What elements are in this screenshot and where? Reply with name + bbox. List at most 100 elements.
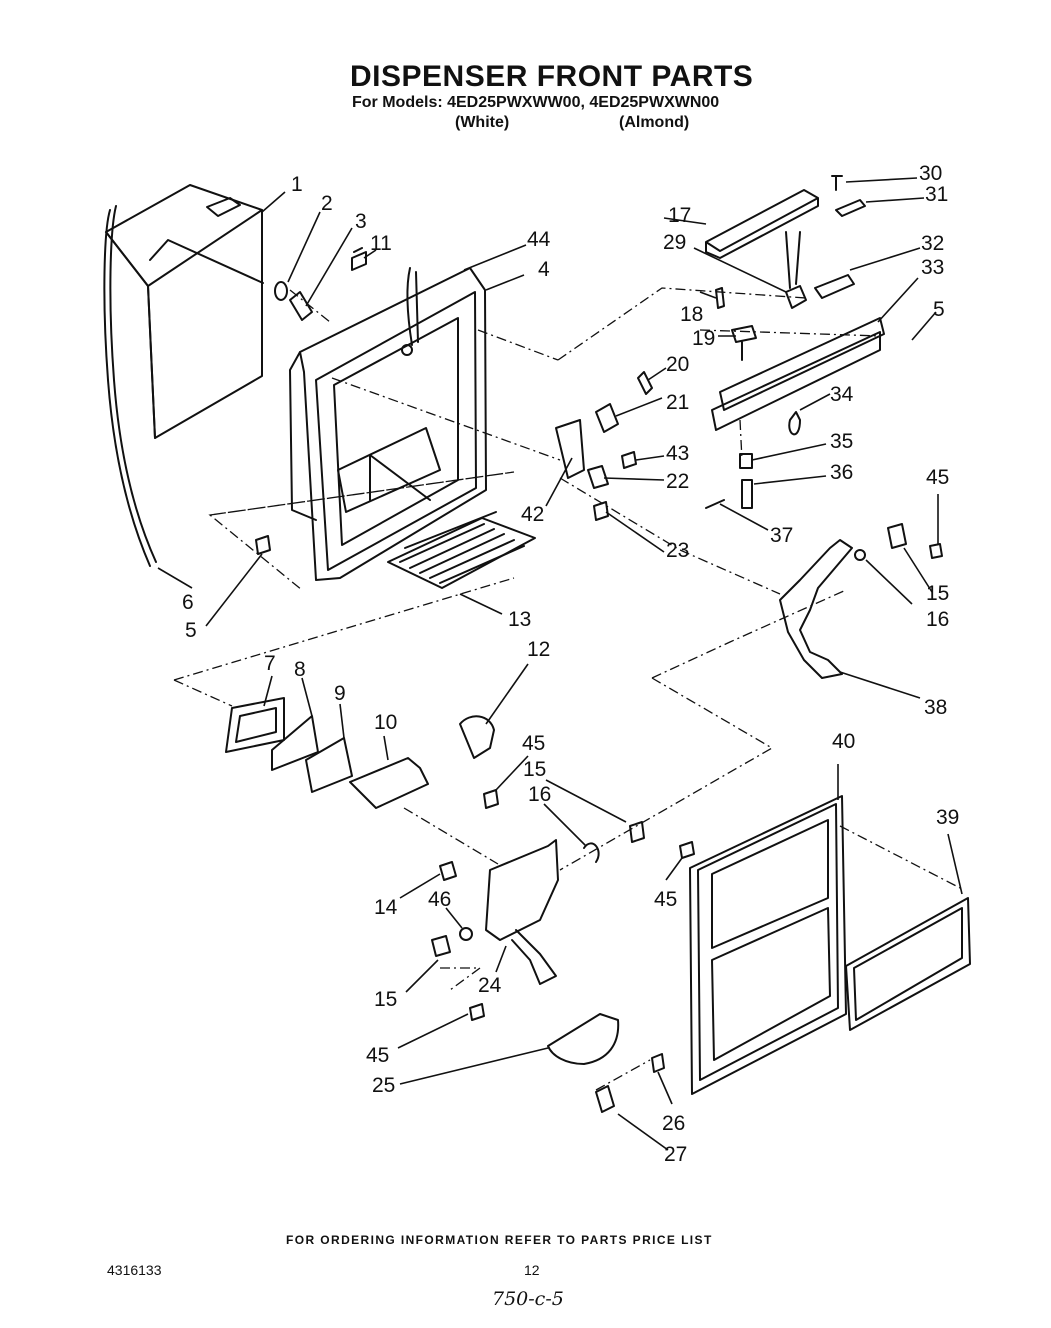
callout-label: 9 [334, 682, 346, 705]
page-title: DISPENSER FRONT PARTS [350, 60, 754, 93]
callout-label: 2 [321, 192, 333, 215]
part-35 [739, 453, 753, 469]
part-36 [741, 479, 753, 509]
part-45-right-mid [679, 841, 695, 859]
callout-label: 13 [508, 608, 531, 631]
part-34 [788, 411, 801, 436]
part-23 [593, 501, 609, 521]
part-40-panel [689, 795, 847, 1095]
part-37 [705, 499, 725, 509]
callout-label: 44 [527, 228, 551, 251]
callout-label: 33 [921, 256, 944, 279]
callout-labels: 1 2 3 11 44 4 30 31 17 29 32 33 18 5 19 … [182, 162, 959, 1166]
callout-label: 23 [666, 539, 689, 562]
part-7 [225, 697, 285, 753]
callout-label: 25 [372, 1074, 395, 1097]
handwritten-note: 750-c-5 [492, 1288, 564, 1310]
part-43 [621, 451, 637, 469]
part-45-mid [483, 789, 499, 809]
part-11 [351, 247, 367, 271]
callout-label: 15 [523, 758, 546, 781]
callout-label: 45 [522, 732, 545, 755]
part-4-housing-frame [289, 267, 487, 581]
part-5-screw [255, 535, 271, 555]
callout-label: 38 [924, 696, 947, 719]
models-line: For Models: 4ED25PWXWW00, 4ED25PWXWN00 [352, 94, 720, 111]
part-46 [459, 927, 473, 941]
callout-label: 45 [654, 888, 677, 911]
callout-label: 35 [830, 430, 853, 453]
part-18 [715, 287, 725, 309]
callout-label: 43 [666, 442, 689, 465]
callout-label: 1 [291, 173, 303, 196]
part-45-right [929, 543, 943, 559]
document-number: 4316133 [107, 1262, 162, 1278]
part-10 [349, 757, 429, 809]
callout-label: 39 [936, 806, 959, 829]
part-16-right [854, 549, 866, 561]
page-number: 12 [524, 1262, 540, 1278]
callout-label: 10 [374, 711, 397, 734]
callout-label: 36 [830, 461, 853, 484]
callout-label: 24 [478, 974, 502, 997]
callout-label: 7 [264, 652, 276, 675]
callout-label: 17 [668, 204, 691, 227]
callout-label: 26 [662, 1112, 685, 1135]
callout-label: 30 [919, 162, 942, 185]
part-33-bracket [711, 231, 885, 431]
callout-label: 5 [933, 298, 945, 321]
callout-label: 45 [366, 1044, 389, 1067]
part-9 [305, 737, 353, 793]
part-38-actuator [779, 539, 853, 679]
part-3 [289, 291, 313, 321]
callout-label: 34 [830, 383, 854, 406]
part-8 [271, 715, 319, 771]
callout-label: 22 [666, 470, 689, 493]
part-27 [595, 1085, 615, 1113]
part-25 [547, 1013, 620, 1065]
part-12 [459, 715, 495, 759]
callout-label: 40 [832, 730, 855, 753]
part-21 [595, 403, 619, 433]
part-19 [731, 325, 757, 361]
callout-label: 21 [666, 391, 689, 414]
part-24-arm [485, 839, 559, 985]
callout-label: 19 [692, 327, 715, 350]
part-22 [587, 465, 609, 489]
callout-label: 37 [770, 524, 793, 547]
callout-label: 16 [926, 608, 949, 631]
part-2 [274, 281, 288, 301]
callout-label: 31 [925, 183, 948, 206]
callout-label: 5 [185, 619, 197, 642]
callout-label: 42 [521, 503, 544, 526]
part-30 [831, 175, 843, 191]
callout-label: 4 [538, 258, 550, 281]
part-20 [637, 371, 653, 395]
callout-label: 6 [182, 591, 194, 614]
part-26 [651, 1053, 665, 1073]
callout-label: 27 [664, 1143, 687, 1166]
part-15-right [887, 523, 907, 549]
part-31 [835, 199, 866, 217]
callout-label: 46 [428, 888, 451, 911]
variant-almond: (Almond) [619, 114, 690, 131]
callout-label: 11 [370, 232, 392, 255]
callout-label: 20 [666, 353, 689, 376]
callout-label: 18 [680, 303, 703, 326]
callout-label: 3 [355, 210, 367, 233]
callout-label: 15 [374, 988, 397, 1011]
callout-label: 29 [663, 231, 686, 254]
callout-label: 14 [374, 896, 398, 919]
part-17 [705, 189, 819, 259]
part-39 [845, 897, 971, 1031]
variant-white: (White) [455, 114, 510, 131]
callout-label: 8 [294, 658, 306, 681]
callout-label: 32 [921, 232, 944, 255]
ordering-info-footer: FOR ORDERING INFORMATION REFER TO PARTS … [286, 1233, 713, 1247]
part-1-ice-housing [103, 184, 264, 567]
part-42 [555, 419, 585, 479]
part-15-left [431, 935, 451, 957]
callout-label: 15 [926, 582, 949, 605]
callout-label: 16 [528, 783, 551, 806]
